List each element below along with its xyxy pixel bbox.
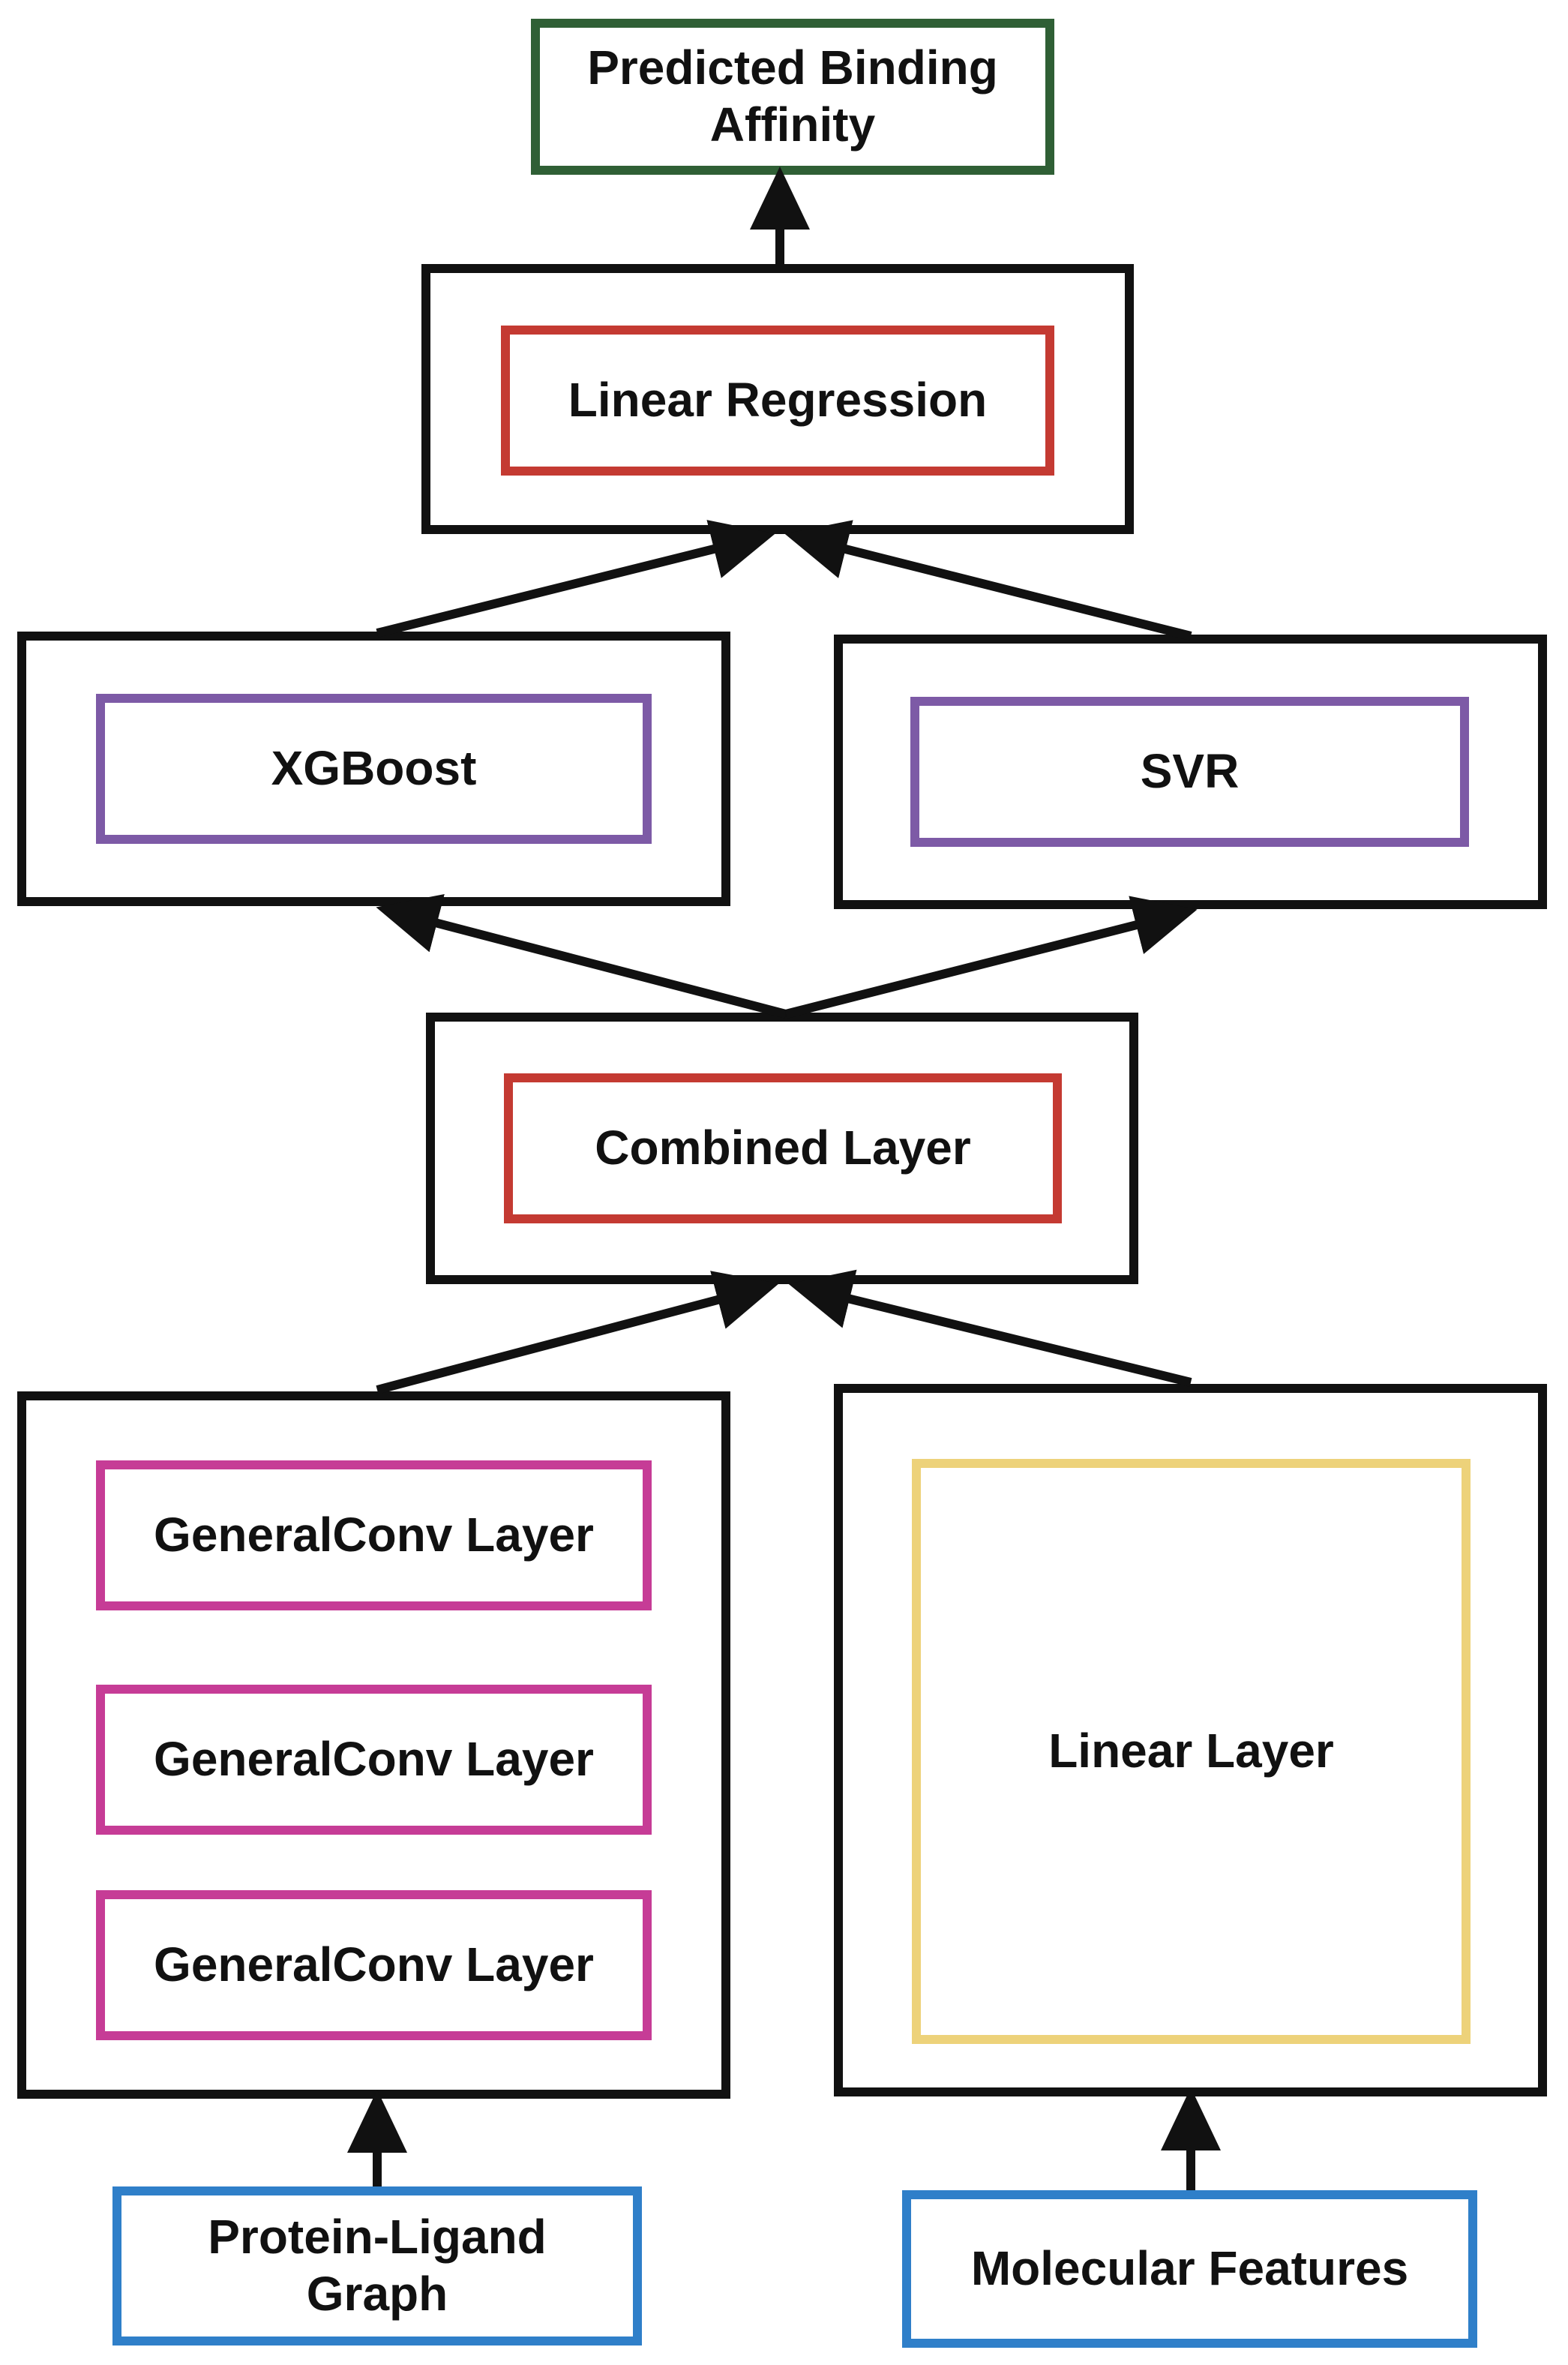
protein-ligand-graph-label: Protein-Ligand Graph	[208, 2210, 547, 2321]
linear-regression-node: Linear Regression	[501, 326, 1054, 476]
linear-layer-node: Linear Layer	[912, 1459, 1471, 2044]
combined-layer-node: Combined Layer	[504, 1073, 1062, 1223]
generalconv-layer-1: GeneralConv Layer	[96, 1460, 652, 1610]
generalconv-layer-3: GeneralConv Layer	[96, 1890, 652, 2040]
output-label: Predicted Binding Affinity	[587, 41, 998, 152]
combined-layer-label: Combined Layer	[595, 1121, 971, 1175]
xgboost-label: XGBoost	[271, 741, 477, 796]
linear-regression-label: Linear Regression	[568, 373, 988, 428]
generalconv-layer-3-label: GeneralConv Layer	[154, 1937, 594, 1992]
arrow-combined-to-svr	[784, 896, 1198, 1019]
svr-node: SVR	[910, 697, 1469, 847]
arrow-svr-to-meta	[784, 520, 1192, 641]
arrow-gnn-to-combined	[376, 1271, 779, 1394]
molecular-features-label: Molecular Features	[970, 2241, 1409, 2296]
generalconv-layer-2: GeneralConv Layer	[96, 1685, 652, 1835]
linear-layer-label: Linear Layer	[1048, 1724, 1334, 1778]
generalconv-layer-2-label: GeneralConv Layer	[154, 1732, 594, 1787]
arrow-linear-to-combined	[788, 1269, 1192, 1387]
svr-label: SVR	[1140, 744, 1240, 799]
arrow-xgboost-to-meta	[376, 520, 775, 638]
molecular-features-input: Molecular Features	[902, 2190, 1477, 2348]
generalconv-layer-1-label: GeneralConv Layer	[154, 1508, 594, 1562]
protein-ligand-graph-input: Protein-Ligand Graph	[112, 2186, 642, 2345]
xgboost-node: XGBoost	[96, 694, 652, 844]
output-node: Predicted Binding Affinity	[531, 19, 1054, 175]
arrow-combined-to-xgboost	[376, 893, 787, 1019]
